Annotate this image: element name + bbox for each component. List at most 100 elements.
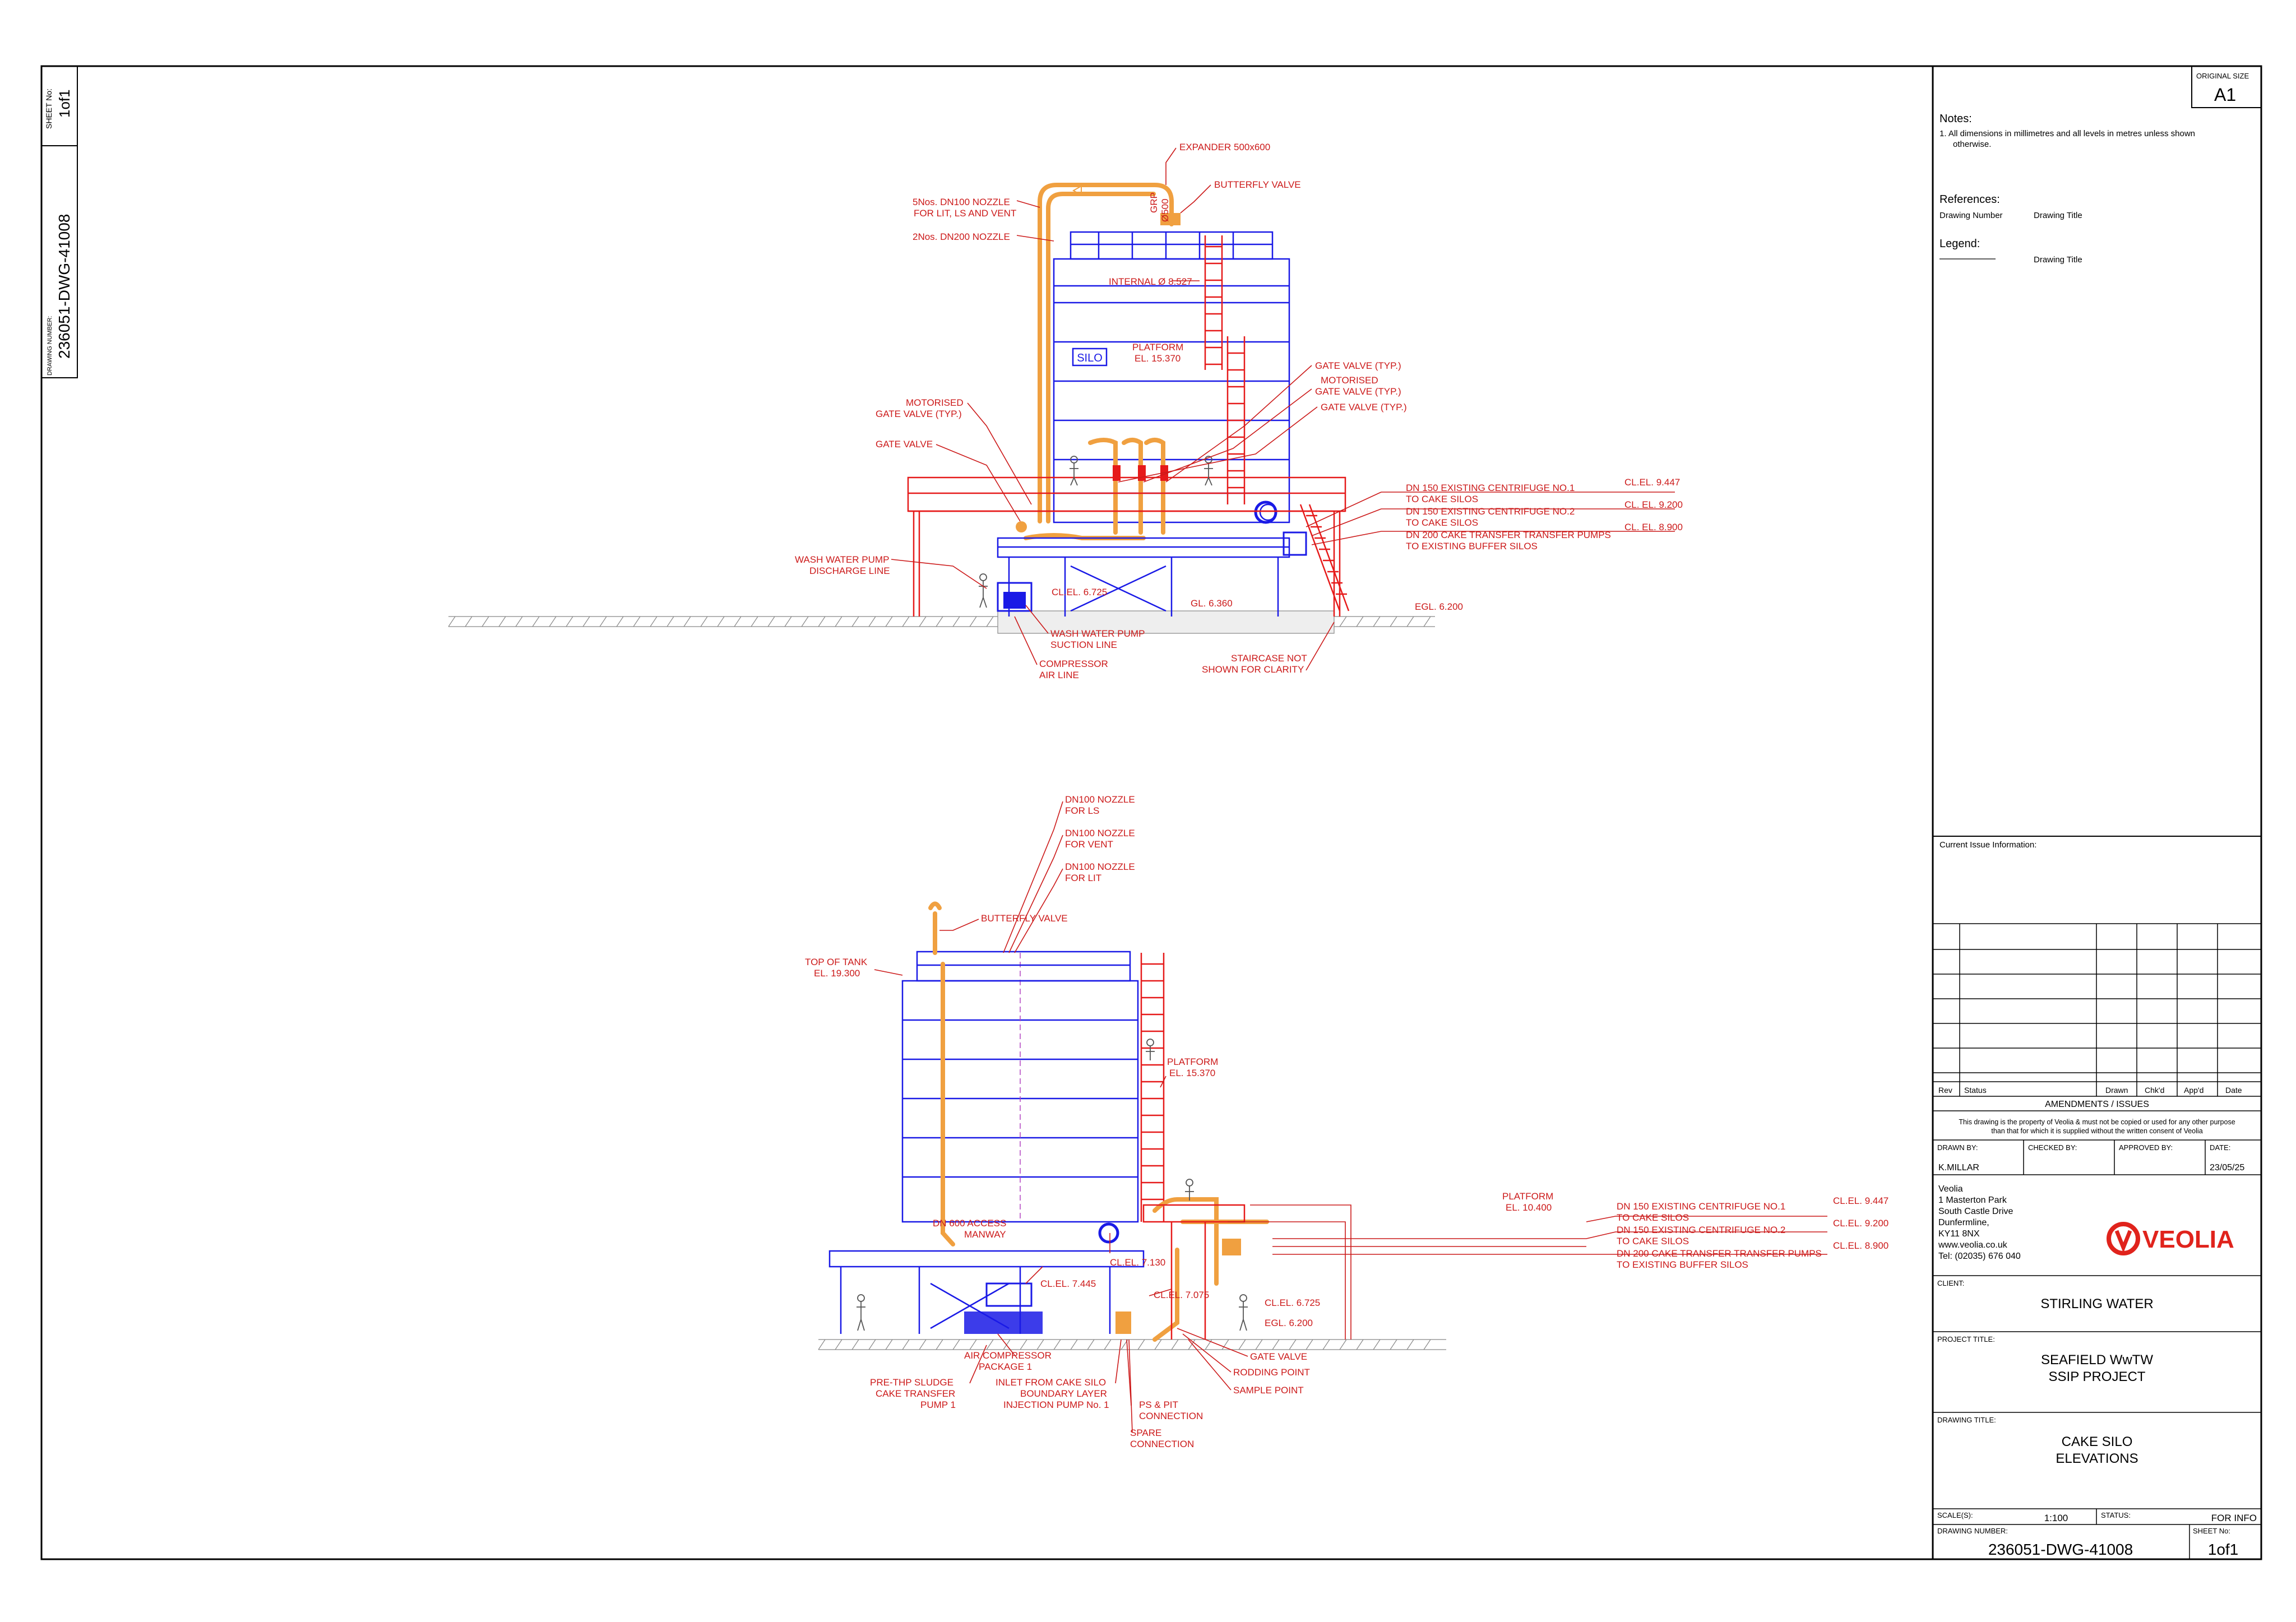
bottom-people xyxy=(857,1039,1248,1331)
scale-value: 1:100 xyxy=(2044,1513,2068,1523)
label-ps-pit-2: CONNECTION xyxy=(1139,1411,1203,1421)
label-wash-suction-2: SUCTION LINE xyxy=(1050,639,1117,650)
original-size-label: ORIGINAL SIZE xyxy=(2196,72,2249,80)
label-wash-discharge-2: DISCHARGE LINE xyxy=(809,566,890,576)
label-inlet-1: INLET FROM CAKE SILO xyxy=(996,1377,1106,1388)
label-egl-6200-b: EGL. 6.200 xyxy=(1265,1318,1313,1328)
label-dn100-ls-2: FOR LS xyxy=(1065,805,1099,816)
label-internal-dia: INTERNAL Ø 8.527 xyxy=(1109,276,1192,287)
bottom-right-pipes xyxy=(1228,1204,1827,1340)
label-staircase-1: STAIRCASE NOT xyxy=(1231,653,1307,664)
drawn-by-label: DRAWN BY: xyxy=(1937,1143,1978,1152)
top-silo: SILO xyxy=(1053,231,1290,523)
address-line-4: Dunfermline, xyxy=(1938,1218,1989,1227)
label-dn200-b: TO EXISTING BUFFER SILOS xyxy=(1406,541,1538,552)
address-line-5: KY11 8NX xyxy=(1938,1229,1980,1239)
side-drawing-number: 236051-DWG-41008 xyxy=(55,214,73,359)
bottom-frame xyxy=(828,1204,1246,1340)
original-size: A1 xyxy=(2214,85,2236,105)
label-gate-valve-l: GATE VALVE xyxy=(876,439,933,449)
label-wash-suction-1: WASH WATER PUMP xyxy=(1050,628,1145,639)
label-dn150-1a: DN 150 EXISTING CENTRIFUGE NO.1 xyxy=(1406,483,1575,493)
label-dn150-2a: DN 150 EXISTING CENTRIFUGE NO.2 xyxy=(1406,506,1575,517)
label-butterfly-valve-top: BUTTERFLY VALVE xyxy=(1214,179,1301,190)
label-cl-9200-b: CL.EL. 9.200 xyxy=(1833,1218,1888,1229)
label-cl-9447-top: CL.EL. 9.447 xyxy=(1624,477,1680,488)
label-platform-c-2: EL. 10.400 xyxy=(1506,1202,1552,1213)
label-dn150-2b-b: TO CAKE SILOS xyxy=(1617,1236,1689,1246)
label-cl-7130: CL.EL. 7.130 xyxy=(1110,1257,1165,1268)
label-spare-1: SPARE xyxy=(1130,1428,1161,1438)
date-value: 23/05/25 xyxy=(2210,1163,2244,1173)
label-dn150-1b: TO CAKE SILOS xyxy=(1406,494,1478,504)
label-5nos-nozzle-2: FOR LIT, LS AND VENT xyxy=(914,208,1016,219)
top-elevation: SILO xyxy=(448,142,1683,680)
label-cl-8900-top: CL. EL. 8.900 xyxy=(1624,522,1683,532)
label-cl-9200-top: CL. EL. 9.200 xyxy=(1624,499,1683,510)
top-pipework xyxy=(1016,183,1277,540)
label-motorised-r1: MOTORISED xyxy=(1321,375,1378,386)
label-dn150-1b-b: TO CAKE SILOS xyxy=(1617,1212,1689,1223)
label-grp-size: Ø500 xyxy=(1160,198,1170,222)
label-motorised-l2: GATE VALVE (TYP.) xyxy=(876,409,962,419)
label-dn600-2: MANWAY xyxy=(964,1229,1006,1240)
references-col1: Drawing Number xyxy=(1939,211,2003,220)
label-dn150-2a-b: DN 150 EXISTING CENTRIFUGE NO.2 xyxy=(1617,1225,1785,1235)
label-dn100-vent-1: DN100 NOZZLE xyxy=(1065,828,1135,838)
top-ladder xyxy=(1204,235,1246,504)
copyright-line2: than that for which it is supplied witho… xyxy=(1991,1127,2202,1135)
side-sheet-no-label: SHEET No: xyxy=(44,89,53,129)
top-ground xyxy=(448,610,1435,634)
label-dn100-vent-2: FOR VENT xyxy=(1065,839,1113,850)
label-cl-6725: CL.EL. 6.725 xyxy=(1052,587,1107,597)
drawing-title-line2: ELEVATIONS xyxy=(2056,1451,2138,1466)
label-compressor-2: AIR LINE xyxy=(1039,670,1079,680)
label-top-of-tank-1: TOP OF TANK xyxy=(805,957,868,967)
label-wash-discharge-1: WASH WATER PUMP xyxy=(795,554,889,565)
top-leaders xyxy=(891,147,1675,671)
label-ps-pit-1: PS & PIT xyxy=(1139,1399,1178,1410)
project-title-label: PROJECT TITLE: xyxy=(1937,1335,1995,1343)
label-dn200-a-b: DN 200 CAKE TRANSFER TRANSFER PUMPS xyxy=(1617,1248,1822,1259)
rev-header-date: Date xyxy=(2225,1086,2242,1095)
address-line-6: www.veolia.co.uk xyxy=(1938,1240,2008,1250)
label-grp: GRP xyxy=(1149,192,1159,213)
bottom-pipework xyxy=(928,901,1269,1342)
label-platform-2: EL. 15.370 xyxy=(1135,353,1181,364)
scale-label: SCALE(S): xyxy=(1937,1511,1973,1519)
label-compressor-1: COMPRESSOR xyxy=(1039,659,1108,669)
amendments-label: AMENDMENTS / ISSUES xyxy=(2045,1100,2149,1109)
label-cl-9447-b: CL.EL. 9.447 xyxy=(1833,1195,1888,1206)
rev-header-appd: App'd xyxy=(2184,1086,2204,1095)
client-name: STIRLING WATER xyxy=(2040,1296,2153,1311)
title-block: ORIGINAL SIZE A1 Notes: 1. All dimension… xyxy=(1932,65,2262,1560)
svg-text:VEOLIA: VEOLIA xyxy=(2142,1226,2234,1253)
label-butterfly-valve-bottom: BUTTERFLY VALVE xyxy=(981,913,1068,924)
references-col2: Drawing Title xyxy=(2034,211,2082,220)
label-platform-b-2: EL. 15.370 xyxy=(1169,1068,1215,1078)
drawn-by: K.MILLAR xyxy=(1938,1163,1979,1173)
label-gl-6360: GL. 6.360 xyxy=(1191,598,1233,609)
label-inlet-2: BOUNDARY LAYER xyxy=(1020,1388,1107,1399)
project-line1: SEAFIELD WwTW xyxy=(2041,1352,2153,1368)
references-title: References: xyxy=(1939,193,2000,206)
label-prethp-3: PUMP 1 xyxy=(920,1399,956,1410)
project-line2: SSIP PROJECT xyxy=(2049,1369,2146,1384)
label-inlet-3: INJECTION PUMP No. 1 xyxy=(1003,1399,1109,1410)
copyright-line1: This drawing is the property of Veolia &… xyxy=(1959,1118,2235,1126)
date-label: DATE: xyxy=(2210,1143,2230,1152)
label-dn100-ls-1: DN100 NOZZLE xyxy=(1065,794,1135,805)
top-labels: EXPANDER 500x600 BUTTERFLY VALVE GRP Ø50… xyxy=(795,142,1683,680)
sheet-no-label: SHEET No: xyxy=(2193,1527,2230,1535)
notes-title: Notes: xyxy=(1939,113,1972,125)
label-staircase-2: SHOWN FOR CLARITY xyxy=(1202,664,1304,675)
current-issue-label: Current Issue Information: xyxy=(1939,840,2036,850)
bottom-ground xyxy=(818,1339,1446,1350)
drawing-title-label: DRAWING TITLE: xyxy=(1937,1416,1996,1424)
label-dn100-lit-1: DN100 NOZZLE xyxy=(1065,861,1135,872)
address-line-3: South Castle Drive xyxy=(1938,1207,2013,1216)
label-2nos-nozzle: 2Nos. DN200 NOZZLE xyxy=(913,231,1010,242)
address-line-1: Veolia xyxy=(1938,1184,1963,1194)
bottom-elevation: DN100 NOZZLE FOR LS DN100 NOZZLE FOR VEN… xyxy=(805,794,1888,1449)
